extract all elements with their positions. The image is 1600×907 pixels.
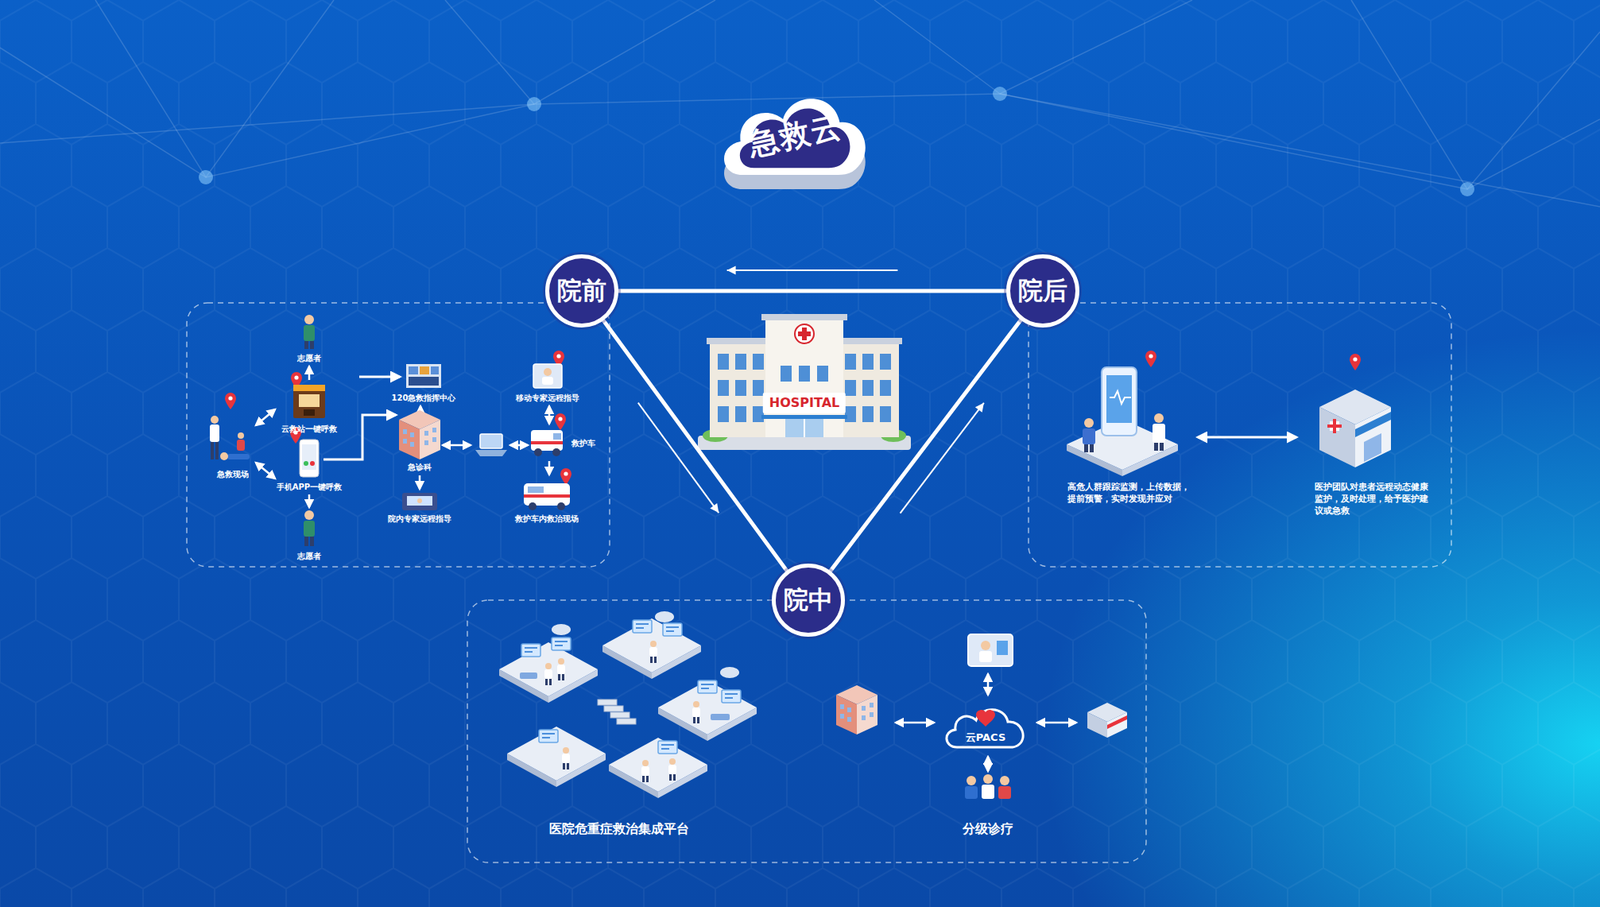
node-text: 院前 xyxy=(557,274,607,308)
connector xyxy=(603,320,787,571)
icon-caption: 救护车内救治现场 xyxy=(515,513,579,525)
icon-caption: 院内专家远程指导 xyxy=(387,513,452,525)
post-hospital-icons xyxy=(1066,350,1391,477)
node-text: 院中 xyxy=(783,583,833,617)
node-text: 云PACS xyxy=(965,730,1007,745)
cloud-outline xyxy=(939,699,1032,752)
icon-caption: 移动专家远程指导 xyxy=(515,392,580,404)
icon-caption: 志愿者 xyxy=(297,352,322,365)
phase-circle: 院中 xyxy=(771,563,845,637)
flow-arrow xyxy=(638,402,719,514)
node-text: 院后 xyxy=(1018,274,1068,308)
section-caption: 分级诊疗 xyxy=(962,820,1014,838)
connector-line xyxy=(603,320,787,571)
icon-caption: 救护车 xyxy=(571,437,596,450)
phase-circle: 院后 xyxy=(1006,254,1080,328)
icon-caption: 急救现场 xyxy=(216,468,249,481)
arrowhead xyxy=(727,266,737,276)
hospital-building xyxy=(697,313,911,450)
flow-arrow xyxy=(727,269,899,272)
flow-arrow xyxy=(900,402,985,514)
icon-caption: 云救站一键呼救 xyxy=(281,423,338,435)
icon-caption: 手机APP一键呼救 xyxy=(276,481,342,493)
sign-text: HOSPITAL xyxy=(763,392,846,414)
connector xyxy=(618,266,1007,292)
cloud-node: 云PACS xyxy=(939,699,1032,752)
panel-description: 医护团队对患者远程动态健康监护，及时处理，给予医护建议或急救 xyxy=(1314,481,1434,518)
platform-illustration xyxy=(499,611,757,799)
phase-circle: 院前 xyxy=(545,254,619,328)
cloud-node: 急救云 xyxy=(708,69,883,217)
connector-line xyxy=(830,320,1021,572)
section-caption: 医院危重症救治集成平台 xyxy=(549,820,690,838)
arrowhead xyxy=(975,402,985,413)
icon-caption: 志愿者 xyxy=(297,550,322,562)
icon-caption: 120急救指挥中心 xyxy=(391,392,457,404)
pre-hospital-icons xyxy=(209,314,572,547)
icon-caption: 急诊科 xyxy=(407,461,432,473)
connector xyxy=(830,320,1021,572)
tiered-care-illustration xyxy=(836,634,1128,799)
connector-line xyxy=(618,289,1007,294)
arrowhead xyxy=(709,503,719,513)
panel-description: 高危人群跟踪监测，上传数据，提前预警，实时发现并应对 xyxy=(1067,481,1191,506)
